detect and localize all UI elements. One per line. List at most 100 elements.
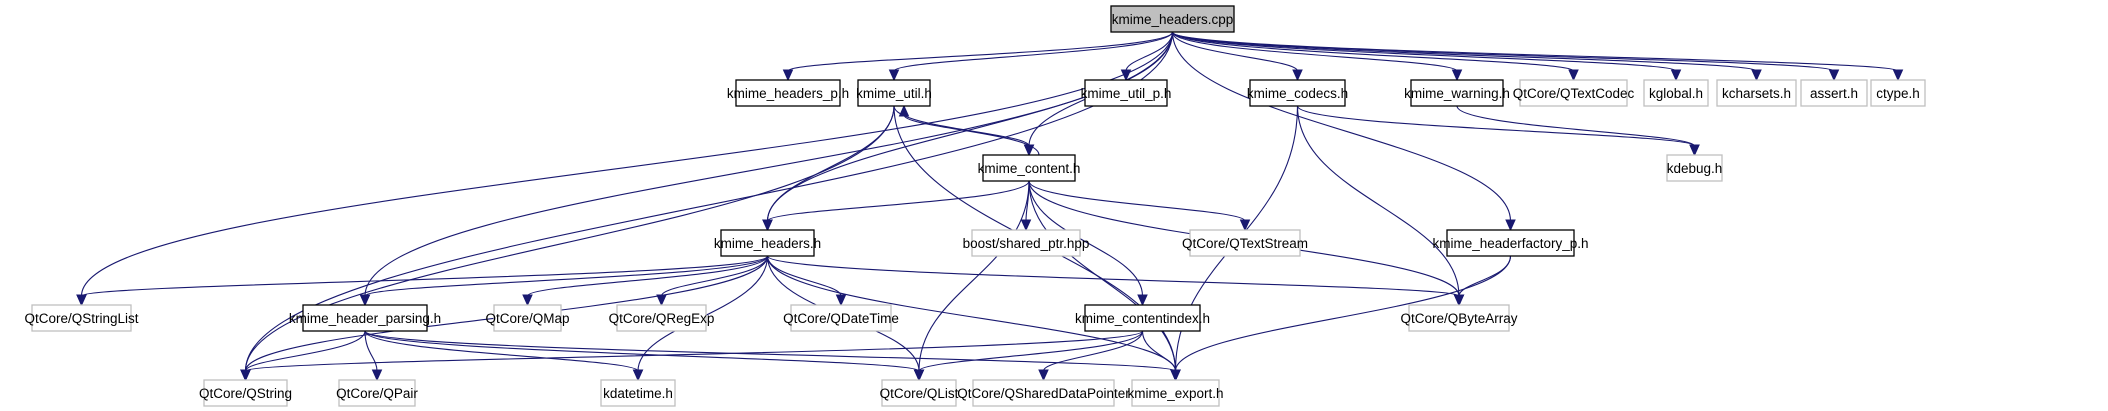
node-label: kmime_headers.h xyxy=(714,236,821,251)
node-box xyxy=(971,229,1081,257)
node-label: QtCore/QSharedDataPointer xyxy=(957,386,1130,401)
edge-kmime_headers_cpp-to-kmime_codecs_h xyxy=(1171,31,1303,82)
edge-line xyxy=(1296,105,1460,297)
arrowhead-icon xyxy=(1038,369,1049,382)
node-label: QtCore/QStringList xyxy=(24,311,138,326)
arrowhead-icon xyxy=(762,219,773,232)
node-label: QtCore/QTextCodec xyxy=(1513,86,1635,101)
arrowhead-icon xyxy=(1170,369,1181,382)
edge-line xyxy=(1458,255,1512,297)
edge-line xyxy=(364,330,639,372)
node-label: kmime_contentindex.h xyxy=(1075,311,1210,326)
node-box xyxy=(1249,79,1346,107)
node-box xyxy=(1084,304,1201,332)
node-label: kmime_util_p.h xyxy=(1081,86,1172,101)
node-box xyxy=(31,304,132,332)
node-label: kmime_warning.h xyxy=(1404,86,1510,101)
arrowhead-icon xyxy=(1505,219,1516,232)
arrowhead-icon xyxy=(782,69,794,82)
node-QByteArray: QtCore/QByteArray xyxy=(1400,304,1518,332)
edge-kmime_headers_h-to-QByteArray xyxy=(766,255,1465,307)
edge-line xyxy=(1174,255,1512,372)
arrowhead-icon xyxy=(359,294,371,307)
node-label: kmime_codecs.h xyxy=(1247,86,1348,101)
edge-line xyxy=(1171,31,1458,72)
edge-line xyxy=(1456,105,1696,147)
edge-line xyxy=(1296,105,1696,147)
node-kmime-headers-h[interactable]: kmime_headers.h xyxy=(714,229,821,257)
node-label: kmime_export.h xyxy=(1127,386,1223,401)
edge-line xyxy=(893,105,1030,147)
edge-line xyxy=(364,330,920,372)
node-kmime-util-h[interactable]: kmime_util.h xyxy=(856,79,932,107)
node-QStringList: QtCore/QStringList xyxy=(24,304,139,332)
edge-line xyxy=(1171,31,1899,72)
node-box xyxy=(972,379,1115,407)
arrowhead-icon xyxy=(1568,69,1579,82)
edge-kmime_content_h-to-QList xyxy=(913,180,1030,382)
arrowhead-icon xyxy=(1828,69,1840,82)
edge-line xyxy=(766,105,895,222)
edge-line xyxy=(787,31,1174,72)
node-kmime-contentindex-h[interactable]: kmime_contentindex.h xyxy=(1075,304,1210,332)
edge-kmime_content_h-to-kmime_util_h xyxy=(898,104,1040,156)
node-kmime-codecs-h[interactable]: kmime_codecs.h xyxy=(1247,79,1348,107)
edge-line xyxy=(918,180,1030,372)
edge-line xyxy=(1042,330,1144,372)
edge-line xyxy=(660,255,769,297)
edge-kmime_headers_h-to-QStringList xyxy=(76,255,769,307)
node-label: QtCore/QList xyxy=(880,386,959,401)
edge-kmime_header_parsing_h-to-kmime_export_h xyxy=(364,330,1181,382)
node-box xyxy=(203,379,288,407)
node-label: QtCore/QRegExp xyxy=(609,311,715,326)
node-kmime-header-parsing-h[interactable]: kmime_header_parsing.h xyxy=(289,304,441,332)
node-box xyxy=(1643,79,1709,107)
arrowhead-icon xyxy=(898,104,910,117)
edges-layer xyxy=(76,31,1904,382)
edge-line xyxy=(1171,31,1512,222)
node-kdatetime-h: kdatetime.h xyxy=(600,379,676,407)
edge-kmime_headers_cpp-to-kmime_warning_h xyxy=(1171,31,1463,82)
node-kmime-headerfactory-p-h[interactable]: kmime_headerfactory_p.h xyxy=(1432,229,1589,257)
node-kmime-headers-cpp[interactable]: kmime_headers.cpp xyxy=(1110,5,1235,33)
node-QString: QtCore/QString xyxy=(199,379,292,407)
arrowhead-icon xyxy=(888,69,900,82)
edge-kmime_contentindex_h-to-QList xyxy=(913,330,1144,382)
node-box xyxy=(302,304,428,332)
node-box xyxy=(1410,79,1504,107)
node-box xyxy=(1870,79,1926,107)
node-box xyxy=(857,79,931,107)
edge-kmime_contentindex_h-to-QString xyxy=(240,330,1144,382)
node-label: boost/shared_ptr.hpp xyxy=(963,236,1090,251)
node-box xyxy=(1189,229,1301,257)
node-kmime-warning-h[interactable]: kmime_warning.h xyxy=(1404,79,1510,107)
edge-kmime_headers_cpp-to-kmime_headerfactory_p_h xyxy=(1171,31,1516,232)
edge-line xyxy=(364,330,1177,372)
node-kmime-util-p-h[interactable]: kmime_util_p.h xyxy=(1081,79,1172,107)
edge-line xyxy=(1028,180,1246,222)
node-label: QtCore/QByteArray xyxy=(1400,311,1517,326)
node-label: QtCore/QPair xyxy=(336,386,418,401)
node-label: kmime_headers_p.h xyxy=(727,86,849,101)
edge-line xyxy=(364,255,769,297)
edge-kmime_contentindex_h-to-kmime_export_h xyxy=(1141,330,1181,382)
node-kmime-content-h[interactable]: kmime_content.h xyxy=(978,154,1081,182)
nodes-layer: kmime_headers.cpp kmime_headers_p.h kmime_… xyxy=(24,5,1926,407)
node-ctype-h: ctype.h xyxy=(1870,79,1926,107)
edge-kmime_headers_cpp-to-ctype_h xyxy=(1171,31,1904,82)
edge-line xyxy=(766,180,1030,222)
arrowhead-icon xyxy=(835,294,847,307)
edge-kmime_headers_h-to-QMap xyxy=(522,255,769,307)
node-QList: QtCore/QList xyxy=(880,379,959,407)
edge-line xyxy=(903,114,1040,156)
edge-line xyxy=(893,31,1174,72)
edge-line xyxy=(766,255,842,297)
node-kmime-export-h: kmime_export.h xyxy=(1127,379,1224,407)
edge-kmime_codecs_h-to-kdebug_h xyxy=(1296,105,1700,157)
arrowhead-icon xyxy=(1453,294,1465,307)
node-kmime-headers-p-h[interactable]: kmime_headers_p.h xyxy=(727,79,849,107)
arrowhead-icon xyxy=(1689,144,1700,157)
edge-line xyxy=(364,330,378,372)
edge-kmime_headers_cpp-to-kmime_headers_p_h xyxy=(782,31,1174,82)
